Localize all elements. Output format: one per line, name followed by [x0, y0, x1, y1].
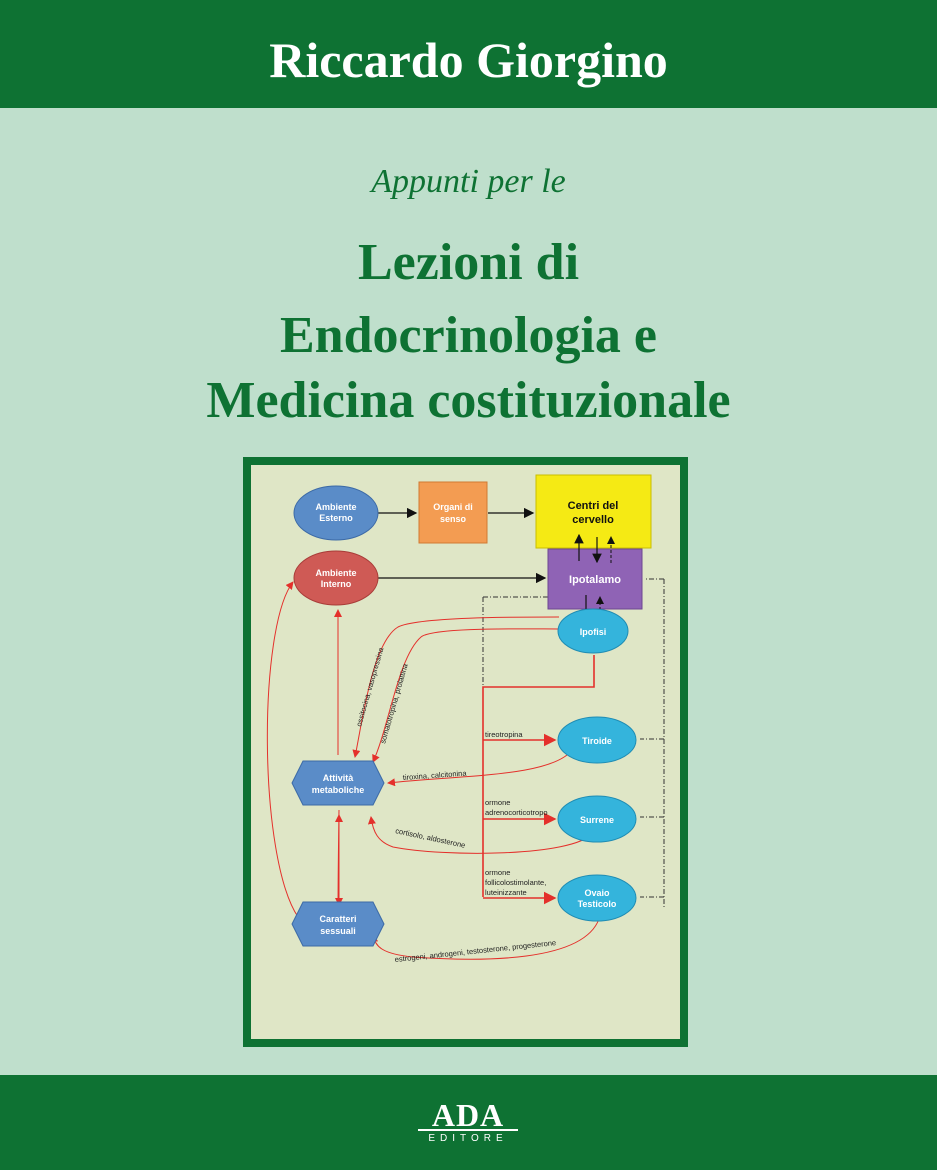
node-ipotalamo-label: Ipotalamo — [569, 574, 621, 586]
book-title-line-1: Lezioni di — [357, 234, 580, 291]
node-tiroide — [557, 716, 637, 764]
label-somatotropina: somatotropina, prolattina — [378, 662, 410, 745]
node-caratteri-line1: Caratteri — [319, 914, 356, 924]
label-tiroxina: tiroxina, calcitonina — [403, 769, 468, 782]
node-tiroide-label: Tiroide — [582, 736, 612, 746]
node-ambiente-esterno — [293, 485, 379, 541]
node-ipofisi — [557, 608, 629, 654]
node-ambiente-interno — [293, 550, 379, 606]
node-caratteri-sessuali — [291, 901, 385, 947]
node-ambiente-interno-line2: Interno — [321, 579, 352, 589]
label-fsh-line1: ormone — [485, 868, 510, 877]
red-hormone-paths — [482, 655, 595, 905]
label-fsh-line2: follicolostimolante, — [485, 878, 546, 887]
node-ovaio-line1: Ovaio — [584, 888, 610, 898]
endocrine-diagram: Ambiente Esterno Organi di senso Centri … — [266, 474, 665, 964]
label-tireotropina: tireotropina — [485, 730, 523, 739]
node-attivita-metaboliche — [291, 760, 385, 806]
label-acth-line2: adrenocorticotropo — [485, 808, 548, 817]
label-estrogeni: estrogeni, androgeni, testosterone, prog… — [394, 938, 556, 964]
label-ossitocina: ossitocina, vasopressina — [354, 646, 385, 728]
node-ambiente-esterno-line1: Ambiente — [315, 502, 356, 512]
node-caratteri-line2: sessuali — [320, 926, 356, 936]
node-ambiente-esterno-line2: Esterno — [319, 513, 353, 523]
label-cortisolo: cortisolo, aldosterone — [395, 826, 467, 850]
book-title-line-3: Medicina costituzionale — [206, 372, 731, 429]
node-ovaio-testicolo — [557, 874, 637, 922]
node-organi-di-senso — [418, 481, 488, 544]
node-surrene — [557, 795, 637, 843]
node-organi-line1: Organi di — [433, 502, 473, 512]
author-name: Riccardo Giorgino — [269, 32, 668, 88]
node-centri-line1: Centri del — [568, 500, 619, 512]
publisher-logo: ADA — [431, 1097, 505, 1133]
node-attivita-line2: metaboliche — [312, 785, 365, 795]
node-attivita-line1: Attività — [323, 773, 354, 783]
red-feedback-curves — [266, 581, 600, 960]
node-centri-del-cervello — [535, 474, 652, 549]
top-band — [0, 0, 937, 108]
node-centri-line2: cervello — [572, 514, 614, 526]
publisher-name: EDITORE — [428, 1133, 508, 1144]
node-ambiente-interno-line1: Ambiente — [315, 568, 356, 578]
node-surrene-label: Surrene — [580, 815, 614, 825]
label-acth-line1: ormone — [485, 798, 510, 807]
publisher-logo-divider — [418, 1129, 518, 1131]
node-ipofisi-label: Ipofisi — [580, 627, 607, 637]
bottom-band — [0, 1075, 937, 1170]
label-fsh-line3: luteinizzante — [485, 888, 527, 897]
node-ovaio-line2: Testicolo — [578, 899, 617, 909]
book-subtitle: Appunti per le — [371, 163, 566, 200]
node-organi-line2: senso — [440, 514, 467, 524]
book-title-line-2: Endocrinologia e — [279, 307, 658, 364]
